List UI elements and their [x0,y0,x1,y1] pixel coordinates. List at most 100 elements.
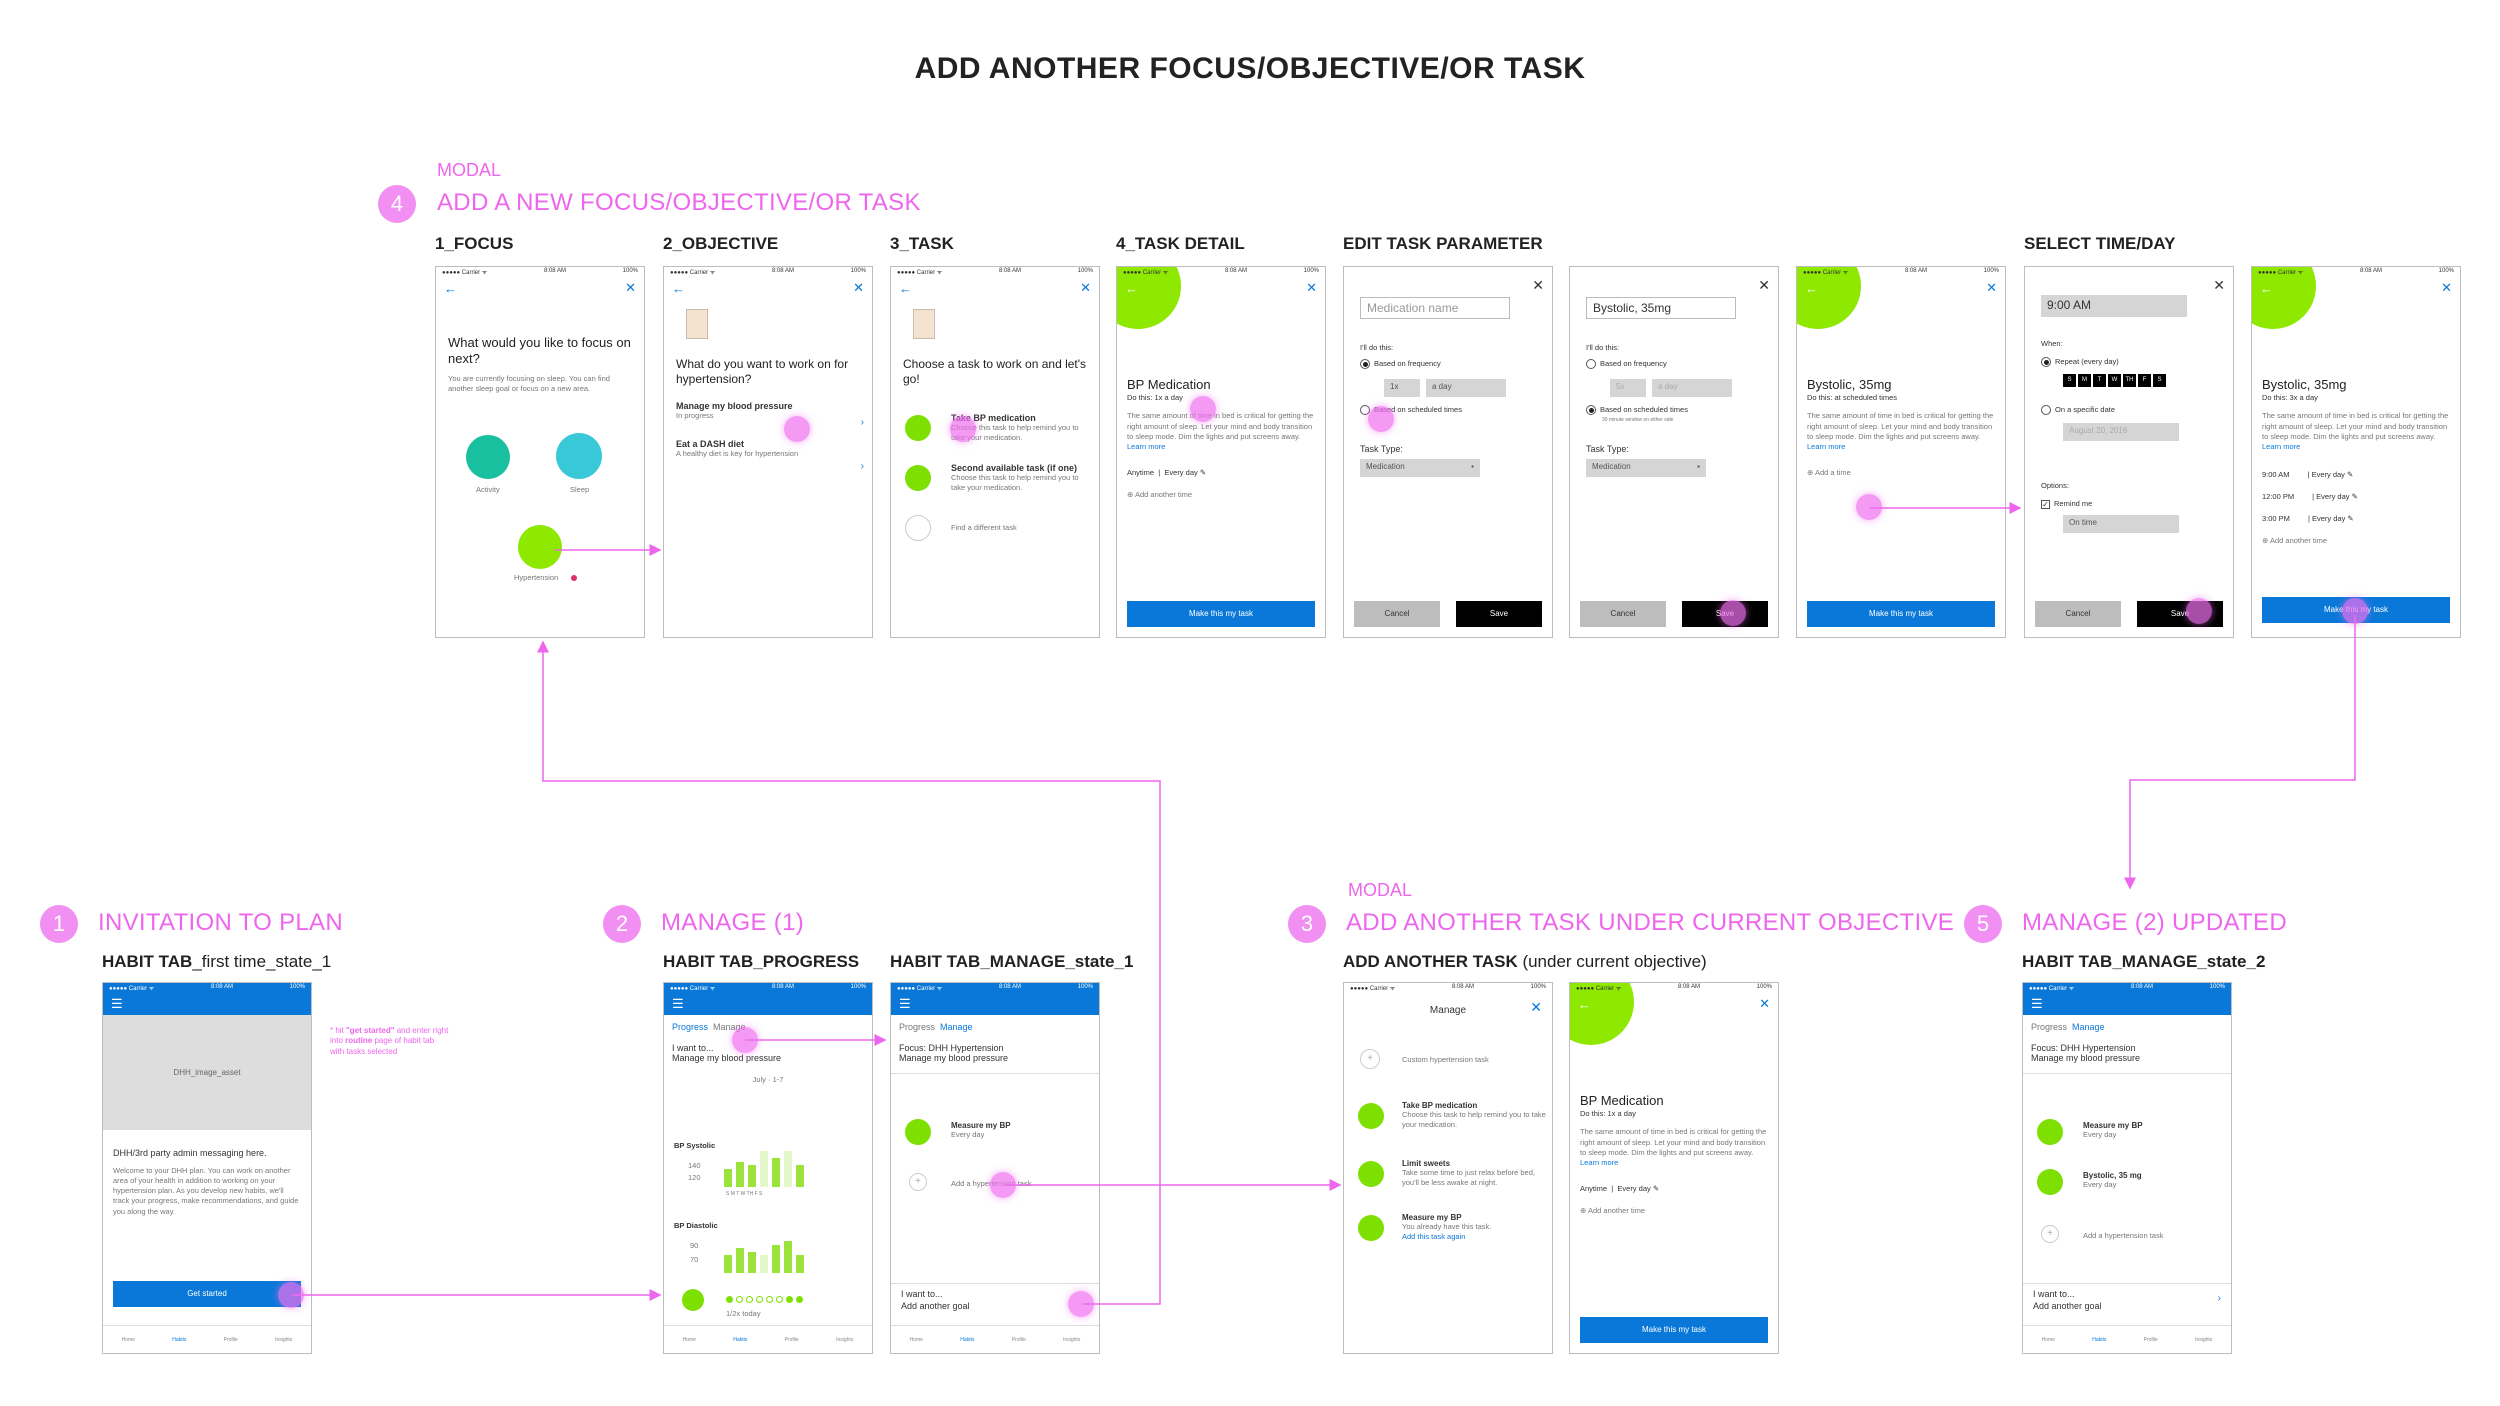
activity-icon[interactable] [466,435,510,479]
add-goal-link[interactable]: Add another goal [2033,1301,2102,1311]
back-arrow-icon[interactable]: ← [1578,996,1591,1012]
make-task-button[interactable]: Make this my task [1127,601,1315,627]
make-task-button[interactable]: Make this my task [1580,1317,1768,1343]
tab-progress[interactable]: Progress [899,1022,936,1032]
day-chip[interactable]: TH [2123,374,2136,387]
medication-name-input[interactable]: Medication name [1360,297,1510,319]
menu-icon[interactable]: ☰ [111,996,123,1011]
close-icon[interactable]: ✕ [1758,277,1770,293]
section-4-modal: MODAL [437,160,502,180]
clipboard-icon [686,309,708,339]
hypertension-icon[interactable] [518,525,562,569]
menu-icon[interactable]: ☰ [899,996,911,1011]
medication-name-input[interactable]: Bystolic, 35mg [1586,297,1736,319]
day-chip[interactable]: T [2093,374,2106,387]
close-icon[interactable]: ✕ [1306,280,1317,295]
close-icon[interactable]: ✕ [1530,999,1542,1015]
close-icon[interactable]: ✕ [2213,277,2225,293]
task-item-3[interactable]: Find a different task [951,523,1017,532]
cancel-button[interactable]: Cancel [1580,601,1666,627]
back-arrow-icon[interactable]: ← [672,280,685,296]
close-icon[interactable]: ✕ [1532,277,1544,293]
add-goal-link[interactable]: Add another goal [901,1301,970,1311]
cancel-button[interactable]: Cancel [2035,601,2121,627]
bar [796,1255,804,1274]
back-arrow-icon[interactable]: ← [2260,280,2273,296]
close-icon[interactable]: ✕ [1080,280,1091,295]
section-1-title: INVITATION TO PLAN [98,909,344,936]
make-task-button[interactable]: Make this my task [1807,601,1995,627]
annotation-note: * hit "get started" and enter right into… [330,1026,449,1056]
time-input[interactable]: 9:00 AM [2041,295,2187,317]
close-icon[interactable]: ✕ [625,280,636,295]
add-time-link[interactable]: ⊕ Add another time [2262,536,2328,546]
back-arrow-icon[interactable]: ← [1125,280,1138,296]
menu-icon[interactable]: ☰ [672,996,684,1011]
bar [772,1158,780,1187]
dose-dots [726,1295,806,1306]
section-1-badge: 1 [40,905,78,943]
get-started-button[interactable]: Get started [113,1281,301,1307]
add-time-link[interactable]: ⊕ Add a time [1807,467,1851,477]
time-row[interactable]: 9:00 AM| Every day ✎ [2262,469,2354,479]
tab-manage[interactable]: Manage [940,1022,973,1032]
dose-dot [776,1296,783,1303]
add-time-link[interactable]: ⊕ Add another time [1580,1206,1646,1215]
dose-dot [746,1296,753,1303]
day-chip[interactable]: S [2153,374,2166,387]
cancel-button[interactable]: Cancel [1354,601,1440,627]
back-arrow-icon[interactable]: ← [1805,280,1818,296]
focus-question: What would you like to focus on next? [448,335,631,367]
bar [724,1169,732,1187]
sleep-icon[interactable] [556,433,602,479]
save-button[interactable]: Save [1456,601,1542,627]
close-icon[interactable]: ✕ [853,280,864,295]
time-row[interactable]: 12:00 PM| Every day ✎ [2262,492,2358,501]
bar [748,1165,756,1187]
day-chip[interactable]: W [2108,374,2121,387]
task-item-2[interactable]: Second available task (if one)Choose thi… [951,463,1079,493]
back-arrow-icon[interactable]: ← [899,280,912,296]
time-row[interactable]: 3:00 PM| Every day ✎ [2262,514,2354,524]
day-chip[interactable]: S [2063,374,2076,387]
tab-progress[interactable]: Progress [672,1022,709,1032]
systolic-bars [724,1151,808,1187]
add-task-link[interactable]: Add a hypertension task [2083,1231,2164,1240]
dose-dot [796,1296,803,1303]
close-icon[interactable]: ✕ [1759,996,1770,1011]
close-icon[interactable]: ✕ [1986,280,1997,295]
day-chip[interactable]: F [2138,374,2151,387]
label-detail: 4_TASK DETAIL [1116,234,1245,253]
day-chip[interactable]: M [2078,374,2091,387]
tab-progress[interactable]: Progress [2031,1022,2068,1032]
back-arrow-icon[interactable]: ← [444,280,457,296]
tab-manage[interactable]: Manage [2072,1022,2105,1032]
section-5-title: MANAGE (2) UPDATED [2022,909,2287,936]
add-time-link[interactable]: ⊕ Add another time [1127,490,1193,499]
menu-icon[interactable]: ☰ [2031,996,2043,1011]
bar [784,1241,792,1274]
section-3-modal: MODAL [1348,880,1413,900]
tab-manage[interactable]: Manage [713,1022,746,1032]
dose-dot [756,1296,763,1303]
close-icon[interactable]: ✕ [2441,280,2452,295]
